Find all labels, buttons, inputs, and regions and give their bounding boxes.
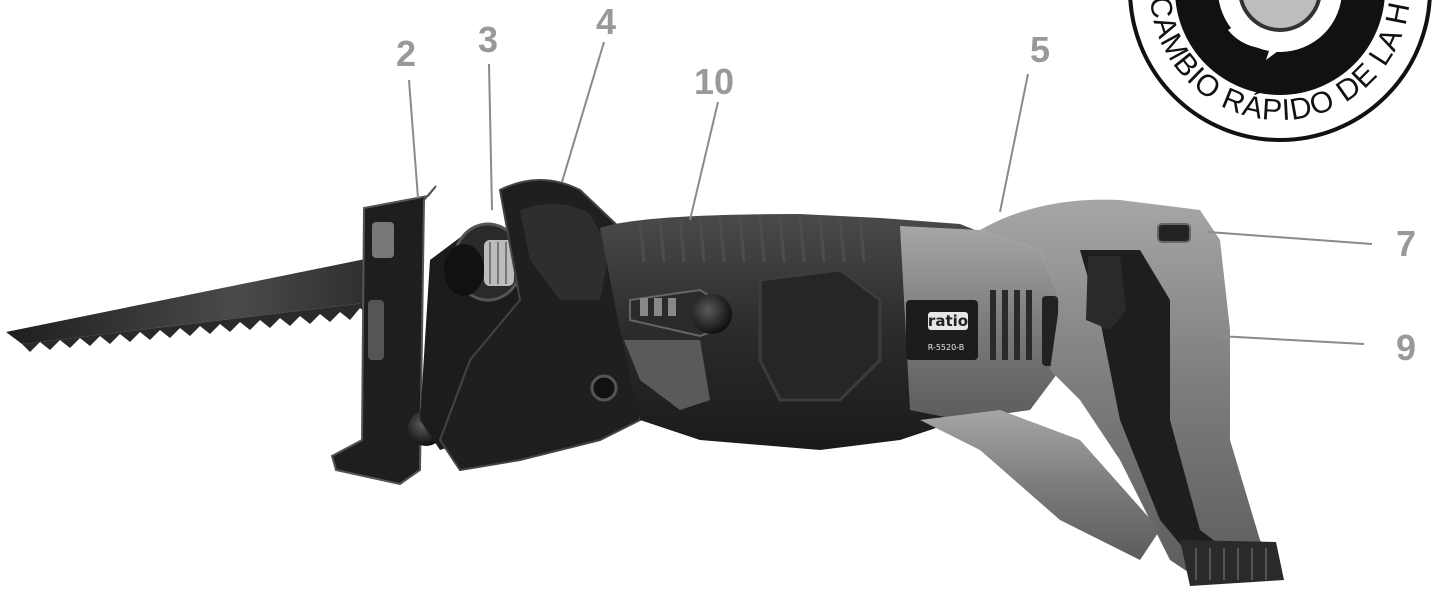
lower-arm [920,410,1160,560]
model-number: R-5520-B [928,343,965,352]
shoe-plate [330,185,444,486]
callout-5: 5 [1030,29,1050,70]
leader-lines [408,41,1373,345]
callout-10: 10 [694,61,734,102]
quick-change-seal: CAMBIO RÁPIDO DE LA H [1128,0,1432,142]
rotate-arrow-icon [1228,24,1290,60]
callout-2: 2 [396,33,416,74]
front-housing [438,179,641,472]
brand-logo: ratio [928,312,968,330]
callout-3: 3 [478,19,498,60]
saw-blade [6,256,390,352]
callout-9: 9 [1396,327,1416,368]
callout-labels: 2 3 4 10 5 7 9 [396,1,1416,368]
clamp-collar [484,240,514,286]
grip-ribs [638,215,866,263]
lock-off-button [1157,223,1191,243]
callout-7: 7 [1396,223,1416,264]
blade-teeth [22,300,390,352]
vent-slots [990,290,1032,360]
motor-housing-grey: ratio R-5520-B [900,226,1060,420]
rear-handle [980,199,1284,586]
brand-plate: ratio R-5520-B [906,300,978,360]
callout-4: 4 [596,1,616,42]
orbital-lever [590,288,732,410]
trigger [1086,256,1126,330]
